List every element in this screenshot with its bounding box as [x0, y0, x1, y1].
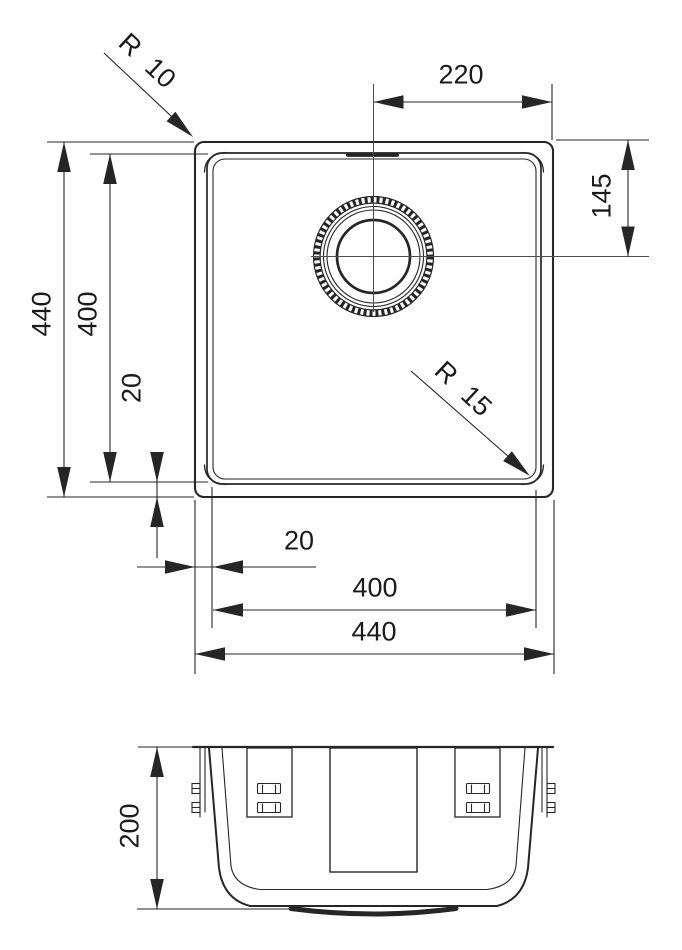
top-view-dimension-lines — [47, 84, 649, 674]
dimension-arrowheads — [57, 95, 635, 909]
leader-r15 — [410, 370, 527, 473]
radius-leaders — [103, 52, 527, 473]
bracket-slots — [256, 782, 491, 814]
bracket-right — [454, 747, 501, 818]
section-right-lip — [541, 746, 548, 818]
arrowhead-r10 — [166, 111, 193, 137]
mounting-clips — [191, 782, 556, 814]
section-dimension-lines — [137, 746, 291, 910]
bowl-corner-arcs — [203, 151, 545, 486]
section-view-body — [191, 745, 556, 917]
bowl-rim-inner — [212, 158, 537, 480]
arrowhead-r15 — [503, 451, 530, 476]
bracket-left — [246, 747, 293, 818]
section-left-lip — [199, 746, 206, 818]
drain-boss — [288, 906, 459, 917]
section-outer-shell — [208, 747, 539, 907]
section-inner-shell — [221, 747, 526, 891]
drain-centerlines — [311, 84, 649, 312]
drain-housing — [329, 747, 418, 873]
